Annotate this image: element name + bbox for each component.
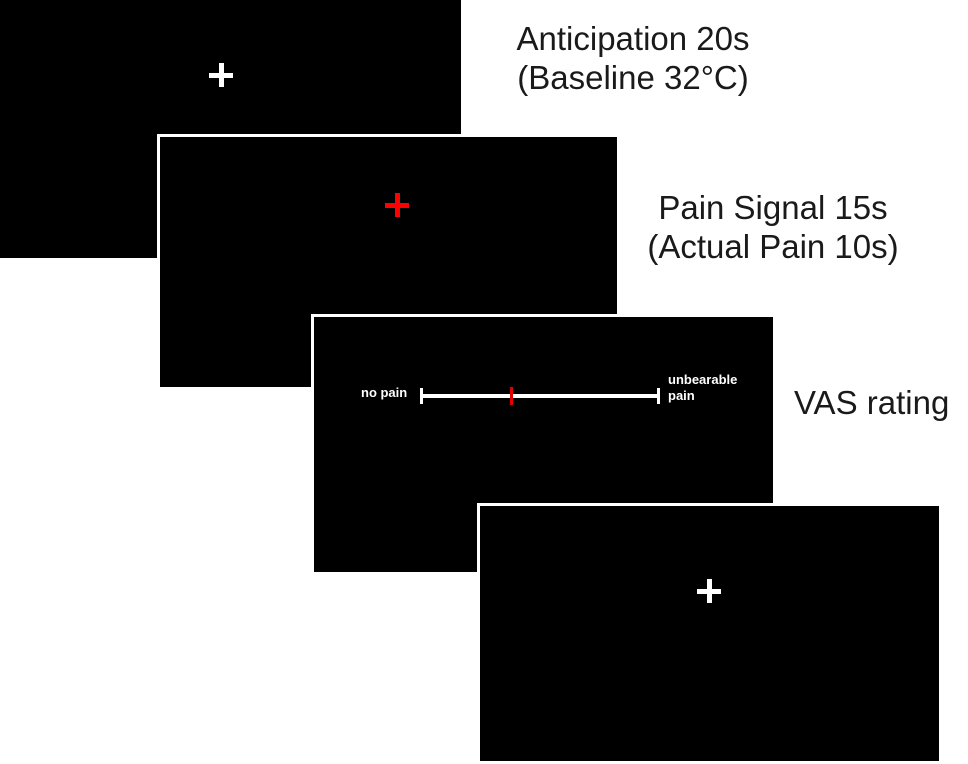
vas-rating-caption: VAS rating [794,383,968,422]
white-fixation-cross-icon [697,579,721,603]
pain-signal-caption-detail: (Actual Pain 10s) [647,228,899,265]
white-fixation-cross-icon [209,63,233,87]
vas-scale-line [420,394,660,398]
vas-max-label-line2: pain [668,388,695,403]
vas-scale[interactable] [420,386,660,406]
anticipation-caption: Anticipation 20s (Baseline 32°C) [478,19,788,97]
vas-rating-caption-title: VAS rating [794,384,950,421]
post-rating-fixation-screen [477,503,942,764]
anticipation-caption-detail: (Baseline 32°C) [517,59,749,96]
vas-rating-marker[interactable] [509,387,513,405]
vas-left-endpoint-tick [420,388,423,404]
vas-max-label-line1: unbearable [668,372,738,387]
pain-signal-caption-title: Pain Signal 15s [658,189,888,226]
red-fixation-cross-icon [385,193,409,217]
anticipation-caption-title: Anticipation 20s [516,20,750,57]
vas-min-label: no pain [361,385,408,400]
pain-signal-caption: Pain Signal 15s (Actual Pain 10s) [618,188,928,266]
vas-max-label: unbearable pain [668,372,737,404]
vas-right-endpoint-tick [657,388,660,404]
